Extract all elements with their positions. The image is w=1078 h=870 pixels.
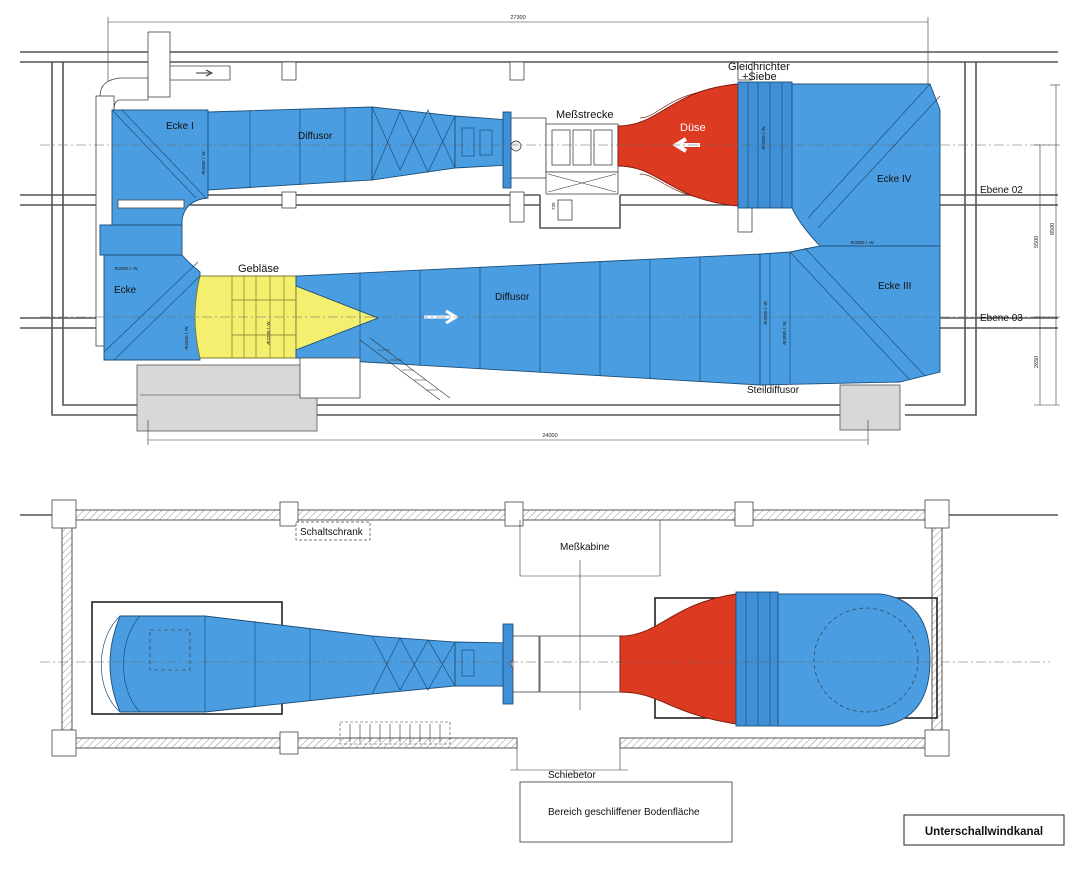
label-diffusor-bottom: Diffusor [495, 292, 530, 303]
upper-tunnel-leg: Æ3260 l. W. Ecke IV Ecke I Æ3500 l. W. D… [111, 81, 941, 247]
label-ecke1: Ecke I [166, 121, 194, 132]
dim-bottom-total: 24000 [542, 433, 557, 439]
label-steildiffusor: Steildiffusor [747, 385, 800, 396]
plan-nozzle [619, 593, 737, 725]
dim-right-total: 8500 [1050, 223, 1056, 235]
dim-fan2: Æ2230 l. W. [266, 320, 271, 345]
label-gleichrichter: Gleichrichter [728, 61, 790, 73]
label-ebene03: Ebene 03 [980, 313, 1023, 324]
right-dimensions: 8500 5500 2650 Ebene 02 Ebene 03 [980, 84, 1060, 406]
left-vertical-leg [99, 199, 185, 256]
dim-out2: Æ3880 l. W. [782, 320, 787, 345]
label-ecke2: Ecke [114, 285, 137, 296]
label-messkabine: Meßkabine [560, 542, 610, 553]
dim-out1: Æ3050 l. W. [763, 300, 768, 325]
drawing-title: Unterschallwindkanal [925, 826, 1043, 838]
dim-shaft: 739 [551, 202, 556, 210]
label-geblaese: Gebläse [238, 263, 279, 275]
plan-view: Schaltschrank Meßkabine [20, 499, 1065, 846]
dim-right-lower: 2650 [1034, 356, 1040, 368]
label-messstrecke: Meßstrecke [556, 109, 613, 121]
dim-top-total: 27300 [510, 15, 525, 21]
dim-right-upper: 5500 [1034, 236, 1040, 248]
dim-gleichrichter: Æ3260 l. W. [761, 125, 766, 150]
label-schaltschrank: Schaltschrank [300, 527, 364, 538]
label-diffusor-top: Diffusor [298, 131, 333, 142]
dim-ecke1: Æ3500 l. W. [201, 150, 206, 175]
label-ecke4: Ecke IV [877, 174, 912, 185]
dim-ecke3: Æ3880 l. W. [850, 240, 875, 245]
title-box [903, 814, 1065, 846]
plan-wall-top [61, 509, 943, 521]
dim-fan1: Æ2660 l. W. [184, 325, 189, 350]
plan-settling-chamber [777, 593, 931, 727]
floor-area-box [519, 781, 733, 843]
dim-ecke2: Æ2660 l. W. [114, 266, 139, 271]
plan-return-duct [109, 615, 456, 713]
label-bodenflaeche: Bereich geschliffener Bodenfläche [548, 807, 700, 818]
label-duese: Düse [680, 122, 706, 134]
lower-tunnel-leg: Ecke Æ2660 l. W. Æ2660 l. W. Æ2230 l. W.… [103, 240, 941, 401]
label-schiebetor: Schiebetor [548, 770, 596, 781]
label-siebe: +Siebe [742, 71, 777, 83]
elevation-view: 27300 739 [20, 15, 1060, 445]
plan-wall-left [61, 519, 73, 739]
plan-wall-bottom-right [619, 737, 943, 749]
label-ecke3: Ecke III [878, 281, 911, 292]
bottom-dimension: 24000 [147, 420, 869, 445]
label-ebene02: Ebene 02 [980, 185, 1023, 196]
